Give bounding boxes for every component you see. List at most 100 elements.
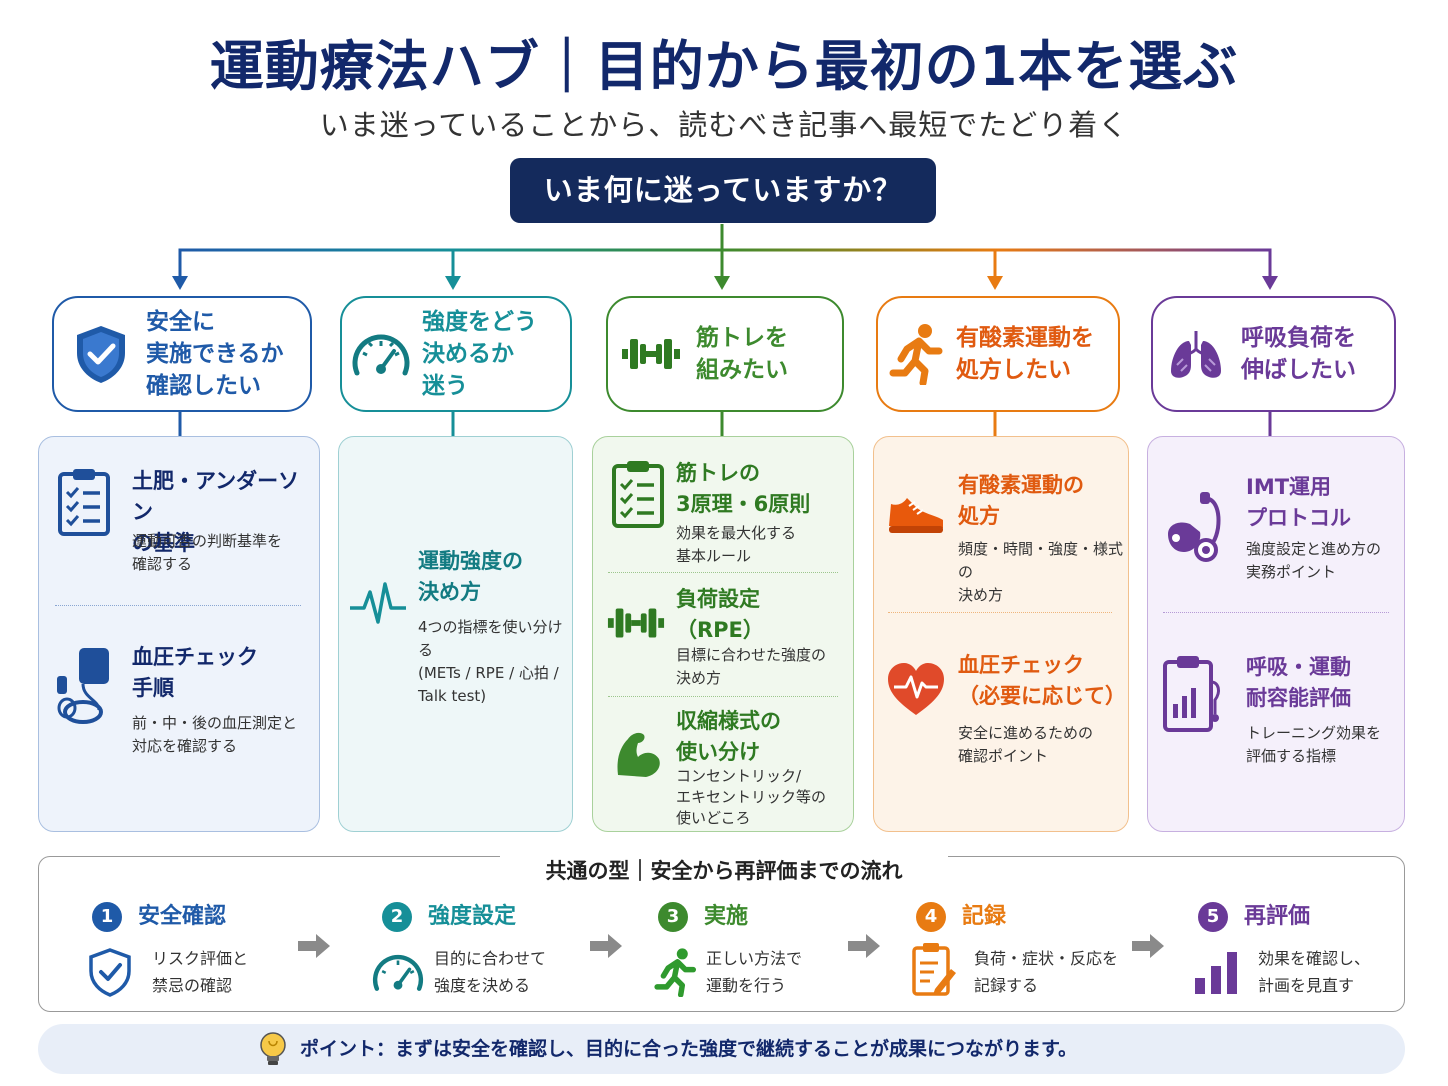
item-desc: 安全に進めるための 確認ポイント (958, 724, 1094, 765)
step-desc: リスク評価と 禁忌の確認 (152, 949, 249, 995)
heart-pulse-icon (884, 654, 948, 724)
panel-intensity (338, 436, 573, 832)
item-title: 血圧チェック （必要に応じて） (958, 653, 1126, 708)
list-item[interactable]: 有酸素運動の 処方 頻度・時間・強度・様式の 決め方 (884, 470, 1128, 604)
gauge-icon (350, 323, 412, 385)
step-desc: 目的に合わせて 強度を決める (434, 949, 547, 995)
branch-connectors (172, 224, 1278, 290)
list-item[interactable]: 土肥・アンダーソン の基準 運動可否の判断基準を 確認する (52, 466, 314, 586)
item-title: 有酸素運動の 処方 (958, 473, 1084, 528)
divider (55, 605, 301, 606)
item-desc: 効果を最大化する 基本ルール (676, 524, 797, 565)
item-desc: 4つの指標を使い分ける (METs / RPE / 心拍 / Talk test… (418, 618, 563, 705)
step-number: 1 (92, 902, 122, 932)
step-number: 3 (658, 902, 688, 932)
list-item[interactable]: 血圧チェック 手順 前・中・後の血圧測定と 対応を確認する (52, 642, 314, 772)
category-respiratory[interactable]: 呼吸負荷を 伸ばしたい (1151, 296, 1396, 412)
arrow-right-icon (298, 934, 330, 958)
flow-step-reevaluate[interactable]: 5 再評価 効果を確認し、 計画を見直す (1195, 902, 1398, 1002)
item-title: 土肥・アンダーソン の基準 (132, 469, 300, 555)
flow-step-execute[interactable]: 3 実施 正しい方法で 運動を行う (654, 902, 858, 1002)
step-number: 4 (916, 902, 946, 932)
page-subtitle: いま迷っていることから、読むべき記事へ最短でたどり着く (319, 108, 1129, 142)
clipboard-pencil-icon (908, 940, 960, 998)
list-item[interactable]: 呼吸・運動 耐容能評価 トレーニング効果を 評価する指標 (1160, 652, 1400, 782)
clipboard-checklist-icon (52, 466, 116, 536)
item-title: 呼吸・運動 耐容能評価 (1246, 655, 1351, 710)
arrow-right-icon (590, 934, 622, 958)
clipboard-chart-icon (1160, 652, 1224, 736)
step-desc: 正しい方法で 運動を行う (706, 949, 803, 995)
flow-step-safety[interactable]: 1 安全確認 リスク評価と 禁忌の確認 (89, 902, 292, 1002)
category-strength[interactable]: 筋トレを 組みたい (606, 296, 844, 412)
category-intensity-label: 強度をどう 決めるか 迷う (422, 309, 537, 399)
panel-respiratory (1147, 436, 1405, 832)
point-text: ポイント：まずは安全を確認し、目的に合った強度で継続することが成果につながります… (300, 1038, 1078, 1060)
item-title: 筋トレの 3原理・6原則 (676, 461, 811, 516)
category-respiratory-label: 呼吸負荷を 伸ばしたい (1241, 325, 1356, 383)
step-number: 2 (382, 902, 412, 932)
gauge-icon (368, 946, 428, 998)
flow-step-intensity[interactable]: 2 強度設定 目的に合わせて 強度を決める (372, 902, 582, 1002)
step-label: 記録 (962, 904, 1007, 929)
blood-pressure-monitor-icon (52, 642, 116, 726)
list-item[interactable]: 負荷設定 （RPE） 目標に合わせた強度の 決め方 (606, 584, 846, 692)
list-item[interactable]: 筋トレの 3原理・6原則 効果を最大化する 基本ルール (606, 458, 846, 568)
category-safety[interactable]: 安全に 実施できるか 確認したい (52, 296, 312, 412)
step-desc: 負荷・症状・反応を 記録する (974, 949, 1119, 995)
item-desc: 頻度・時間・強度・様式の 決め方 (958, 540, 1124, 604)
pulse-wave-icon (348, 568, 408, 638)
item-desc: 前・中・後の血圧測定と 対応を確認する (132, 714, 298, 755)
category-intensity[interactable]: 強度をどう 決めるか 迷う (340, 296, 572, 412)
item-title: 運動強度の 決め方 (418, 549, 523, 604)
item-title: 負荷設定 （RPE） (676, 587, 764, 642)
divider (608, 696, 838, 697)
panel-aerobic (873, 436, 1129, 832)
category-aerobic-label: 有酸素運動を 処方したい (956, 325, 1094, 383)
running-person-icon (886, 323, 948, 385)
lightbulb-icon (256, 1031, 290, 1067)
question-box: いま何に迷っていますか？ (510, 158, 936, 223)
list-item[interactable]: 運動強度の 決め方 4つの指標を使い分ける (METs / RPE / 心拍 /… (348, 546, 572, 705)
sneaker-icon (884, 478, 948, 548)
list-item[interactable]: IMT運用 プロトコル 強度設定と進め方の 実務ポイント (1160, 472, 1400, 592)
shield-check-icon (84, 946, 136, 998)
step-label: 再評価 (1244, 904, 1311, 929)
category-strength-label: 筋トレを 組みたい (696, 325, 788, 383)
list-item[interactable]: 収縮様式の 使い分け コンセントリック/ エキセントリック等の 使いどころ (606, 706, 846, 828)
list-item[interactable]: 血圧チェック （必要に応じて） 安全に進めるための 確認ポイント (884, 650, 1128, 780)
item-title: 血圧チェック 手順 (132, 645, 258, 700)
step-desc: 効果を確認し、 計画を見直す (1258, 949, 1371, 995)
panel-safety (38, 436, 320, 832)
lungs-icon (1165, 323, 1227, 385)
step-number: 5 (1198, 902, 1228, 932)
item-desc: 強度設定と進め方の 実務ポイント (1246, 540, 1382, 581)
flow-step-record[interactable]: 4 記録 負荷・症状・反応を 記録する (912, 902, 1126, 1002)
step-label: 実施 (704, 904, 749, 929)
item-desc: コンセントリック/ エキセントリック等の 使いどころ (676, 767, 827, 827)
step-label: 強度設定 (428, 904, 517, 929)
arrow-right-icon (848, 934, 880, 958)
item-title: 収縮様式の 使い分け (676, 709, 781, 764)
arrow-right-icon (1132, 934, 1164, 958)
clipboard-checklist-icon (606, 458, 670, 528)
breathing-trainer-icon (1160, 488, 1224, 568)
category-safety-label: 安全に 実施できるか 確認したい (146, 309, 284, 399)
item-title: IMT運用 プロトコル (1246, 475, 1351, 530)
item-desc: 運動可否の判断基準を 確認する (132, 532, 283, 573)
dumbbell-icon (620, 323, 682, 385)
step-label: 安全確認 (138, 904, 227, 929)
item-desc: 目標に合わせた強度の 決め方 (676, 646, 827, 687)
category-aerobic[interactable]: 有酸素運動を 処方したい (876, 296, 1120, 412)
flow-title: 共通の型｜安全から再評価までの流れ (500, 855, 948, 885)
divider (608, 572, 838, 573)
flexed-arm-icon (606, 718, 670, 788)
page-title: 運動療法ハブ｜目的から最初の1本を選ぶ (209, 35, 1239, 98)
running-person-icon (650, 946, 702, 998)
shield-check-icon (70, 323, 132, 385)
divider (888, 612, 1112, 613)
item-desc: トレーニング効果を 評価する指標 (1246, 724, 1382, 765)
divider (1163, 612, 1389, 613)
bar-chart-icon (1190, 946, 1242, 998)
dumbbell-icon (606, 588, 666, 658)
